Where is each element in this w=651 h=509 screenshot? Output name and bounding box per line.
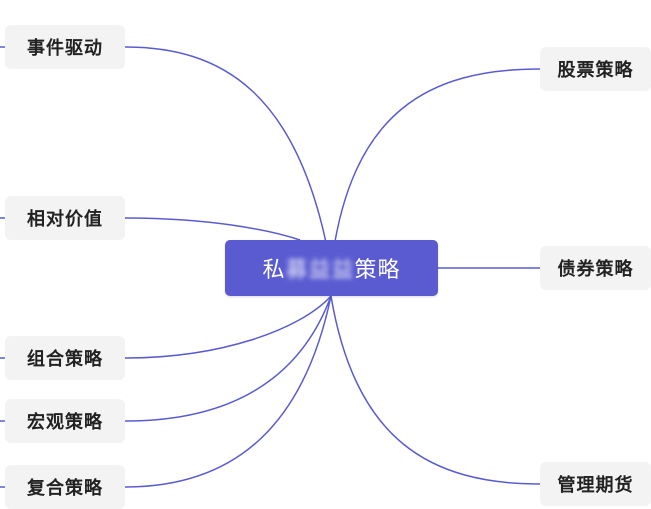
connector-combo	[124, 295, 332, 359]
connector-composite	[124, 295, 332, 488]
root-label-suffix: 策略	[354, 258, 401, 283]
node-label: 组合策略	[27, 349, 103, 370]
connector-relative	[124, 217, 301, 241]
connector-stock	[330, 68, 541, 269]
node-bond-strategy[interactable]: 债券策略	[540, 246, 651, 290]
node-label: 事件驱动	[27, 38, 103, 59]
node-event-driven[interactable]: 事件驱动	[5, 25, 125, 69]
node-combo-strategy[interactable]: 组合策略	[5, 336, 125, 380]
root-node[interactable]: 私募益益策略	[225, 240, 438, 296]
node-label: 复合策略	[27, 478, 103, 499]
node-relative-value[interactable]: 相对价值	[5, 196, 125, 240]
node-label: 债券策略	[557, 259, 634, 280]
node-label: 宏观策略	[27, 412, 103, 433]
root-label-masked: 募益益	[285, 258, 355, 283]
node-label: 相对价值	[27, 209, 103, 230]
node-macro-strategy[interactable]: 宏观策略	[5, 399, 125, 443]
root-label-prefix: 私	[262, 258, 286, 283]
node-stock-strategy[interactable]: 股票策略	[540, 47, 651, 91]
connector-futures	[330, 295, 541, 485]
node-managed-futures[interactable]: 管理期货	[540, 462, 651, 506]
connector-event	[124, 46, 332, 269]
node-label: 股票策略	[557, 60, 634, 81]
node-composite-strategy[interactable]: 复合策略	[5, 465, 125, 509]
connector-macro	[124, 295, 332, 422]
node-label: 管理期货	[557, 475, 634, 496]
